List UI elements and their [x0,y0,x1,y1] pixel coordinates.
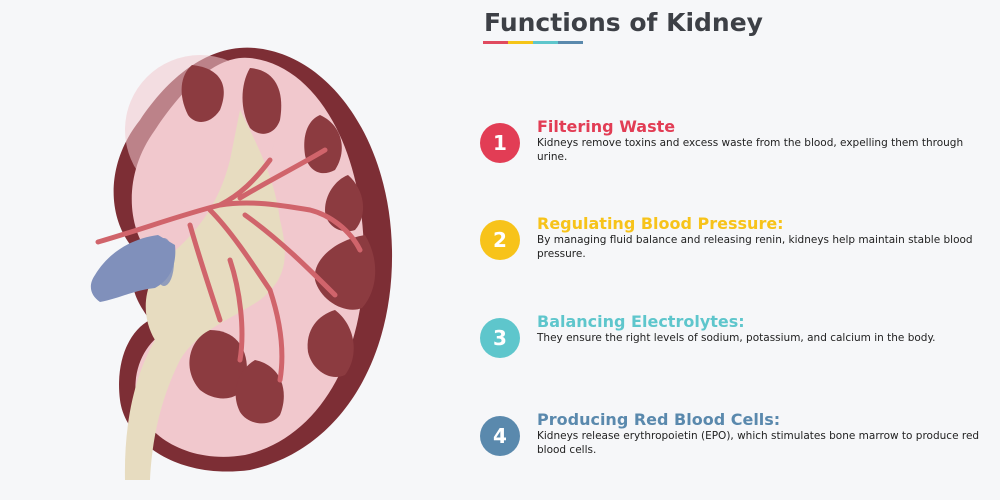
item-description: By managing fluid balance and releasing … [537,234,973,260]
title-bar-segment [558,41,583,44]
kidney-illustration [80,30,400,480]
kidney-svg [90,47,393,480]
number-badge: 1 [480,123,520,163]
number-badge: 4 [480,416,520,456]
item-title: Filtering Waste [537,117,676,136]
renal-artery [95,147,363,383]
item-title: Regulating Blood Pressure: [537,214,784,233]
item-description: Kidneys remove toxins and excess waste f… [537,137,964,163]
renal-vein [90,235,176,302]
page-title: Functions of Kidney [484,8,763,37]
title-underline [483,41,583,44]
title-bar-segment [483,41,508,44]
item-title: Producing Red Blood Cells: [537,410,781,429]
number-badge: 3 [480,318,520,358]
item-description: Kidneys release erythropoietin (EPO), wh… [537,430,980,456]
renal-vein-opening [154,238,174,286]
number-badge: 2 [480,220,520,260]
item-description: They ensure the right levels of sodium, … [537,332,936,344]
item-title: Balancing Electrolytes: [537,312,745,331]
title-bar-segment [508,41,533,44]
title-bar-segment [533,41,558,44]
